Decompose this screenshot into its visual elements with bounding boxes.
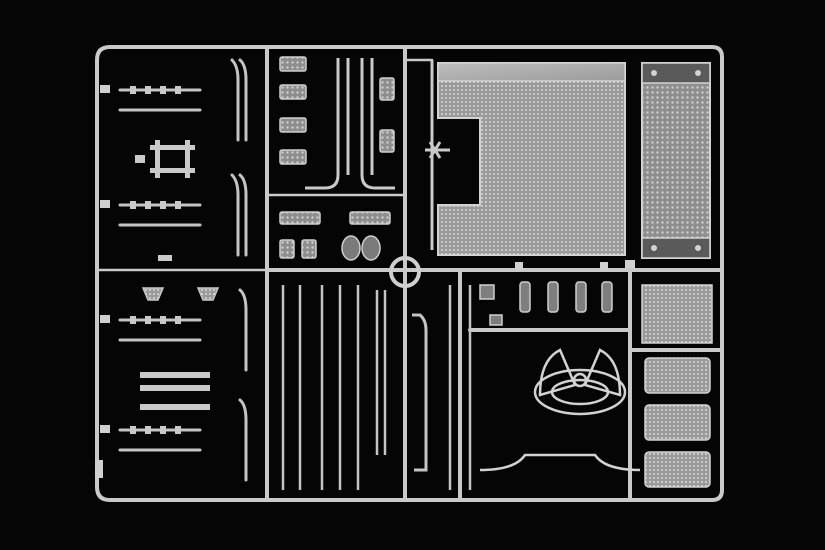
sprue-frame	[95, 45, 724, 502]
coupling-part	[479, 348, 641, 472]
exhaust-stacks	[305, 58, 450, 190]
sprue-ring	[389, 256, 421, 288]
side-bracket	[412, 313, 428, 472]
long-rods	[281, 285, 472, 490]
gear-shift-parts	[341, 235, 381, 261]
radiator-grille-panel	[430, 60, 626, 256]
gate-nubs	[95, 85, 635, 478]
left-tooth-parts	[130, 86, 210, 434]
side-mesh-panel	[641, 62, 711, 259]
pedal-parts	[279, 56, 395, 259]
left-small-baskets	[141, 287, 220, 301]
hook-parts	[479, 281, 613, 326]
step-mesh-pieces	[641, 284, 713, 488]
